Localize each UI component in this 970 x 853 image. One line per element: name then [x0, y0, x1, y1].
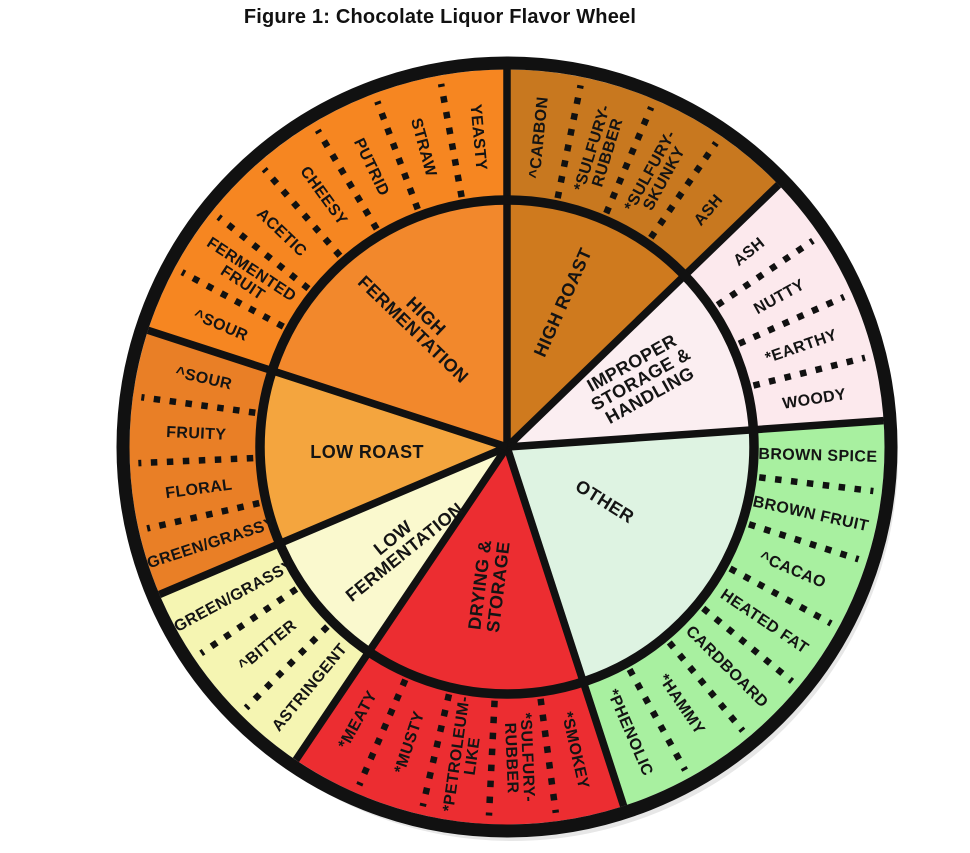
descriptor-divider — [728, 565, 833, 627]
figure-title: Figure 1: Chocolate Liquor Flavor Wheel — [243, 6, 637, 28]
outer-ring-high-roast — [507, 69, 779, 281]
category-label-low-roast: LOW ROAST — [310, 442, 424, 462]
inner-wedge-high-fermentation — [267, 195, 507, 447]
descriptor-divider — [758, 474, 874, 495]
descriptor-divider — [180, 269, 285, 330]
descriptor-divider — [603, 106, 655, 215]
outer-rim — [116, 56, 898, 838]
descriptor-label-brown-spice: BROWN SPICE — [758, 446, 877, 466]
descriptor-divider — [715, 237, 815, 308]
descriptor-divider — [648, 141, 719, 240]
inner-wedge-low-roast — [255, 369, 507, 546]
descriptor-divider — [752, 354, 866, 389]
category-divider — [292, 444, 511, 763]
outer-ring-low-fermentation — [159, 540, 373, 760]
category-divider — [158, 443, 509, 598]
outer-ring-high-fermentation — [147, 69, 508, 373]
inner-wedge-drying-storage — [366, 447, 585, 699]
inner-wedge-improper-storage-handling — [507, 272, 758, 447]
descriptor-divider — [701, 605, 795, 684]
descriptor-divider — [485, 700, 498, 816]
inner-wedge-low-fermentation — [275, 447, 507, 656]
descriptor-divider — [146, 499, 260, 532]
descriptor-divider — [243, 624, 330, 711]
descriptor-label-yeasty: YEASTY — [467, 104, 490, 172]
descriptor-label-fruity: FRUITY — [166, 424, 227, 444]
descriptor-divider — [216, 214, 311, 292]
inner-wedge-other — [507, 429, 759, 687]
descriptor-divider — [356, 678, 409, 787]
descriptor-divider — [747, 521, 860, 563]
descriptor-divider — [537, 698, 560, 814]
outer-ring-low-roast — [129, 330, 287, 595]
descriptor-divider — [554, 84, 584, 199]
outer-ring-other — [581, 420, 885, 807]
category-divider — [146, 326, 509, 451]
descriptor-divider — [140, 394, 256, 416]
descriptor-label-sulfury-rubber: *SULFURY-RUBBER — [501, 713, 538, 804]
descriptor-divider — [261, 166, 343, 258]
descriptor-divider — [626, 667, 688, 772]
descriptor-divider — [666, 640, 746, 733]
descriptor-divider — [419, 693, 453, 807]
category-divider — [504, 182, 782, 450]
descriptor-divider — [199, 586, 299, 657]
descriptor-divider — [314, 128, 380, 231]
category-divider — [503, 445, 628, 808]
descriptor-divider — [737, 293, 846, 347]
inner-wedge-high-roast — [507, 195, 688, 447]
descriptor-divider — [437, 83, 465, 198]
descriptor-divider — [374, 100, 421, 211]
inner-ring — [255, 195, 759, 699]
descriptor-divider — [138, 454, 254, 467]
category-divider — [506, 416, 884, 451]
